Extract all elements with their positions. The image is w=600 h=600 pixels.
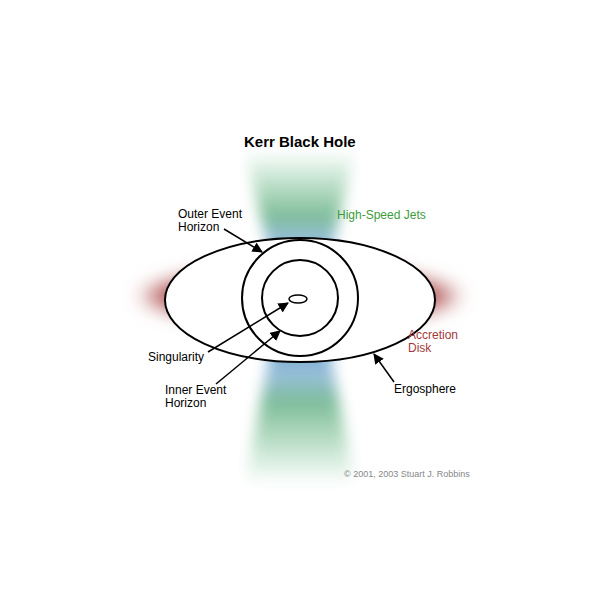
diagram-title: Kerr Black Hole [244,133,356,151]
leader-arrow [224,229,262,252]
ergosphere-ellipse [165,238,435,362]
part-label: Ergosphere [394,383,456,396]
leader-arrows [208,229,394,384]
leader-arrow [216,331,280,384]
part-label: Outer Event Horizon [178,208,258,234]
outer-horizon-circle [242,240,358,356]
leader-arrow [374,354,394,382]
part-label: Accretion Disk [408,329,474,355]
inner-horizon-circle [262,260,338,336]
singularity-ring [289,295,307,303]
part-label: High-Speed Jets [337,209,426,222]
leader-arrow [208,303,288,352]
part-label: Inner Event Horizon [165,384,245,410]
part-label: Singularity [148,351,204,364]
copyright-note: © 2001, 2003 Stuart J. Robbins [344,469,470,479]
